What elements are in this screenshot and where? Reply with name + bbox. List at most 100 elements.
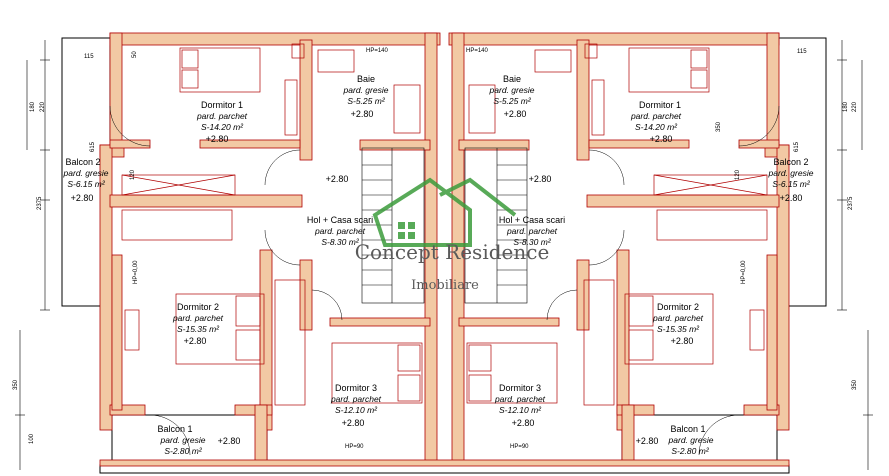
svg-text:+2.80: +2.80 — [512, 418, 535, 428]
room-label-right-dormitor1: Dormitor 1 pard. parchet S-14.20 m² +2.8… — [630, 100, 682, 144]
dimension-lines — [15, 40, 873, 470]
svg-text:S-15.35 m²: S-15.35 m² — [177, 324, 220, 334]
room-label-left-hol: Hol + Casa scari pard. parchet S-8.30 m² — [307, 215, 373, 247]
svg-text:+2.80: +2.80 — [780, 193, 803, 203]
bed-icon — [466, 342, 558, 404]
svg-text:+2.80: +2.80 — [671, 336, 694, 346]
dim-220-left: 220 — [40, 101, 46, 112]
bathtub-icon — [393, 84, 421, 134]
staircase — [361, 147, 528, 304]
svg-text:pard. gresie: pard. gresie — [489, 85, 535, 95]
svg-text:pard. parchet: pard. parchet — [314, 226, 366, 236]
wardrobe-icon — [653, 174, 768, 196]
svg-text:Balcon 1: Balcon 1 — [157, 424, 192, 434]
bed-icon — [624, 293, 714, 365]
svg-text:pard. gresie: pard. gresie — [343, 85, 389, 95]
dim-2375-right: 2375 — [848, 196, 854, 210]
hp-140-right: HP=140 — [466, 48, 489, 54]
bed-icon — [628, 47, 710, 93]
walls-right-unit — [99, 32, 790, 467]
bed-icon — [179, 47, 261, 93]
svg-text:Balcon 2: Balcon 2 — [773, 157, 808, 167]
dim-350-left: 350 — [13, 379, 19, 390]
svg-text:S-14.20 m²: S-14.20 m² — [635, 122, 678, 132]
svg-text:+2.80: +2.80 — [71, 193, 94, 203]
svg-text:Dormitor 1: Dormitor 1 — [639, 100, 681, 110]
svg-text:Baie: Baie — [357, 74, 375, 84]
room-label-left-balcon2: Balcon 2 pard. gresie S-6.15 m² +2.80 — [63, 157, 109, 203]
svg-text:+2.80: +2.80 — [342, 418, 365, 428]
hp-0-left: HP=0,00 — [133, 260, 139, 284]
svg-text:+2.80: +2.80 — [636, 436, 659, 446]
svg-text:+2.80: +2.80 — [504, 109, 527, 119]
svg-text:pard. parchet: pard. parchet — [330, 394, 382, 404]
svg-text:+2.80: +2.80 — [184, 336, 207, 346]
svg-text:Dormitor 2: Dormitor 2 — [177, 302, 219, 312]
bed-icon — [331, 342, 423, 404]
svg-text:pard. gresie: pard. gresie — [668, 435, 714, 445]
svg-text:S-12.10 m²: S-12.10 m² — [335, 405, 378, 415]
room-label-left-dormitor2: Dormitor 2 pard. parchet S-15.35 m² +2.8… — [172, 302, 224, 346]
dim-115-right: 115 — [797, 49, 807, 55]
room-label-left-baie: Baie pard. gresie S-5.25 m² +2.80 — [343, 74, 389, 119]
room-label-right-hol: Hol + Casa scari pard. parchet S-8.30 m² — [499, 215, 565, 247]
watermark-logo-icon — [372, 177, 517, 247]
dim-50: 50 — [132, 51, 138, 58]
svg-text:S-5.25 m²: S-5.25 m² — [347, 96, 385, 106]
room-label-left-balcon1: Balcon 1 pard. gresie S-2.80 m² +2.80 — [157, 424, 240, 456]
svg-text:pard. parchet: pard. parchet — [196, 111, 248, 121]
svg-text:Dormitor 3: Dormitor 3 — [499, 383, 541, 393]
watermark-subtitle: Imobiliare — [411, 278, 479, 293]
svg-text:S-6.15 m²: S-6.15 m² — [772, 179, 810, 189]
room-label-left-hol-height-upper: +2.80 — [326, 174, 349, 184]
svg-text:Balcon 1: Balcon 1 — [670, 424, 705, 434]
wardrobe-icon — [591, 79, 605, 136]
svg-text:S-14.20 m²: S-14.20 m² — [201, 122, 244, 132]
svg-text:pard. gresie: pard. gresie — [160, 435, 206, 445]
svg-text:S-6.15 m²: S-6.15 m² — [67, 179, 105, 189]
desk-icon — [749, 309, 765, 351]
svg-text:Hol + Casa scari: Hol + Casa scari — [499, 215, 565, 225]
svg-text:pard. gresie: pard. gresie — [768, 168, 814, 178]
bathtub-icon — [468, 84, 496, 134]
hp-90-left: HP=90 — [345, 444, 364, 450]
door-swings — [109, 105, 780, 456]
dim-350-top: 350 — [716, 121, 722, 132]
dim-2375-left: 2375 — [37, 196, 43, 210]
desk-icon — [124, 309, 140, 351]
hp-0-right: HP=0,00 — [741, 260, 747, 284]
svg-text:pard. parchet: pard. parchet — [652, 313, 704, 323]
svg-text:Balcon 2: Balcon 2 — [65, 157, 100, 167]
svg-text:S-8.30 m²: S-8.30 m² — [513, 237, 551, 247]
walls-left-unit — [99, 32, 441, 466]
svg-text:S-12.10 m²: S-12.10 m² — [499, 405, 542, 415]
room-label-right-balcon2: Balcon 2 pard. gresie S-6.15 m² +2.80 — [768, 157, 814, 203]
svg-text:S-15.35 m²: S-15.35 m² — [657, 324, 700, 334]
svg-text:Dormitor 2: Dormitor 2 — [657, 302, 699, 312]
room-label-right-dormitor3: Dormitor 3 pard. parchet S-12.10 m² +2.8… — [494, 383, 546, 428]
dim-180-right: 180 — [843, 101, 849, 112]
room-label-right-baie: Baie pard. gresie S-5.25 m² +2.80 — [489, 74, 535, 119]
bed-icon — [175, 293, 265, 365]
hp-90-right: HP=90 — [510, 444, 529, 450]
dim-350-right: 350 — [852, 379, 858, 390]
dim-615-left: 615 — [90, 141, 96, 152]
svg-text:pard. parchet: pard. parchet — [494, 394, 546, 404]
wardrobe-icon — [284, 79, 298, 136]
furniture — [121, 43, 768, 406]
sink-icon — [317, 49, 355, 73]
svg-text:+2.80: +2.80 — [206, 134, 229, 144]
room-label-right-balcon1: Balcon 1 pard. gresie S-2.80 m² +2.80 — [636, 424, 714, 456]
wardrobe-icon — [583, 279, 615, 406]
svg-text:pard. parchet: pard. parchet — [506, 226, 558, 236]
dim-120-left: 120 — [130, 169, 136, 180]
svg-text:+2.80: +2.80 — [218, 436, 241, 446]
svg-text:pard. parchet: pard. parchet — [172, 313, 224, 323]
svg-text:Dormitor 1: Dormitor 1 — [201, 100, 243, 110]
sink-icon — [534, 49, 572, 73]
svg-text:S-8.30 m²: S-8.30 m² — [321, 237, 359, 247]
wardrobe-icon — [121, 209, 233, 241]
dim-180-left: 180 — [30, 101, 36, 112]
